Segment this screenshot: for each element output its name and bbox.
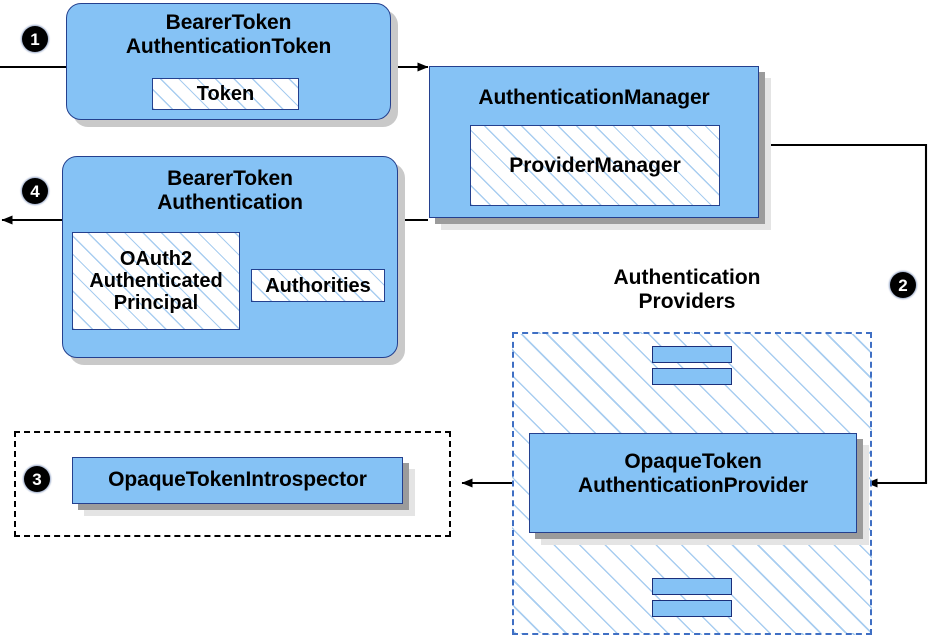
authentication-manager-title: AuthenticationManager bbox=[478, 86, 710, 109]
provider-bar-bottom-2 bbox=[652, 600, 732, 617]
step-badge-3: 3 bbox=[24, 466, 50, 492]
bearer-token-authentication-token-title-line2: AuthenticationToken bbox=[125, 34, 332, 58]
authentication-providers-caption-line1: Authentication bbox=[613, 266, 761, 289]
node-opaque-token-introspector[interactable]: OpaqueTokenIntrospector bbox=[72, 457, 403, 504]
opaque-token-authentication-provider-title-line1: OpaqueToken bbox=[624, 450, 762, 473]
bearer-token-authentication-title-line2: Authentication bbox=[157, 190, 303, 214]
provider-bar-bottom-1 bbox=[652, 578, 732, 595]
bearer-token-authentication-token-title: BearerToken AuthenticationToken bbox=[67, 11, 390, 58]
oauth2-authenticated-principal-line1: OAuth2 bbox=[119, 248, 193, 270]
opaque-token-authentication-provider-title-line2: AuthenticationProvider bbox=[578, 473, 808, 497]
inner-provider-manager: ProviderManager bbox=[470, 125, 720, 206]
step-badge-2: 2 bbox=[890, 272, 916, 298]
step-badge-4: 4 bbox=[22, 178, 48, 204]
provider-bar-top-2 bbox=[652, 368, 732, 385]
opaque-token-authentication-provider-title: OpaqueToken AuthenticationProvider bbox=[530, 450, 856, 497]
inner-oauth2-authenticated-principal: OAuth2 Authenticated Principal bbox=[72, 232, 240, 330]
inner-token: Token bbox=[152, 78, 299, 110]
authentication-providers-caption: Authentication Providers bbox=[562, 266, 812, 313]
bearer-token-authentication-title: BearerToken Authentication bbox=[63, 167, 397, 214]
oauth2-authenticated-principal-line3: Principal bbox=[113, 292, 199, 314]
inner-authorities: Authorities bbox=[251, 269, 385, 302]
opaque-token-introspector-title: OpaqueTokenIntrospector bbox=[108, 468, 367, 491]
bearer-token-authentication-title-line1: BearerToken bbox=[167, 167, 293, 190]
oauth2-authenticated-principal-line2: Authenticated bbox=[89, 270, 223, 292]
authentication-providers-caption-line2: Providers bbox=[638, 289, 736, 313]
group-opaque-token-introspector bbox=[14, 431, 451, 537]
provider-bar-top-1 bbox=[652, 346, 732, 363]
node-opaque-token-authentication-provider[interactable]: OpaqueToken AuthenticationProvider bbox=[529, 433, 857, 533]
bearer-token-authentication-token-title-line1: BearerToken bbox=[165, 11, 292, 34]
step-badge-1: 1 bbox=[22, 26, 48, 52]
